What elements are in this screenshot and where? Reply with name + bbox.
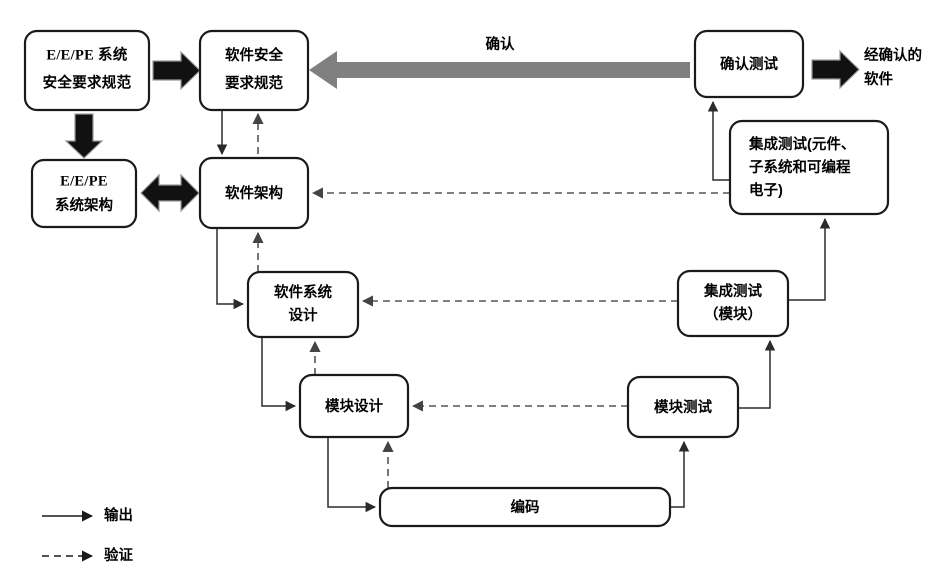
node-software-architecture[interactable]: 软件架构 — [198, 156, 310, 230]
node-label-integration-testing-components-line2: 子系统和可编程 — [749, 158, 851, 176]
flow-system-design-to-module-design — [261, 337, 297, 412]
thick-arrow-right-safety-req — [152, 50, 201, 91]
node-label-integration-testing-components-line1: 集成测试(元件、 — [748, 135, 855, 153]
label-validated-software-line1: 经确认的 — [864, 46, 922, 64]
legend-item-output: 输出 — [42, 506, 133, 524]
flow-integration-module-to-integration-components — [788, 217, 831, 301]
emphasis-arrow-layer — [64, 49, 860, 213]
thick-arrow-down-system-architecture — [64, 113, 104, 159]
flow-integration-components-to-validation — [707, 100, 730, 181]
label-validated-software-line2: 软件 — [864, 70, 893, 88]
flow-architecture-to-system-design — [216, 228, 245, 310]
node-label-software-system-design-line1: 软件系统 — [274, 283, 332, 301]
node-layer: E/E/PE 系统 安全要求规范 软件安全 要求规范 E/E/PE 系统架构 软… — [23, 29, 890, 528]
flow-coding-to-module-testing — [670, 440, 690, 508]
node-ee-pe-safety-requirements[interactable]: E/E/PE 系统 安全要求规范 — [23, 29, 151, 112]
node-integration-testing-module[interactable]: 集成测试 （模块） — [676, 269, 790, 338]
thick-double-arrow-architecture-link — [140, 173, 200, 213]
flow-module-testing-to-integration-module — [738, 339, 776, 409]
node-software-safety-requirements[interactable]: 软件安全 要求规范 — [198, 29, 310, 112]
node-label-module-testing: 模块测试 — [654, 398, 712, 416]
thick-arrow-validated-software — [811, 49, 860, 90]
node-label-integration-testing-module-line1: 集成测试 — [703, 282, 762, 300]
node-label-software-architecture: 软件架构 — [225, 184, 283, 202]
connector-layer — [216, 100, 831, 513]
node-ee-pe-system-architecture[interactable]: E/E/PE 系统架构 — [30, 158, 138, 229]
node-software-system-design[interactable]: 软件系统 设计 — [246, 270, 360, 339]
node-label-coding: 编码 — [511, 498, 540, 516]
flow-module-design-to-coding — [327, 437, 377, 513]
label-validation-arrow: 确认 — [486, 35, 515, 53]
node-label-software-safety-requirements-line2: 要求规范 — [225, 74, 283, 92]
label-layer: 确认 经确认的 软件 — [486, 35, 923, 88]
node-label-software-system-design-line2: 设计 — [289, 306, 318, 324]
node-label-ee-pe-system-architecture-line2: 系统架构 — [55, 196, 113, 214]
node-label-ee-pe-safety-requirements-line1: E/E/PE 系统 — [46, 45, 127, 63]
node-label-validation-testing: 确认测试 — [720, 55, 778, 73]
node-coding[interactable]: 编码 — [378, 486, 672, 528]
node-label-ee-pe-system-architecture-line1: E/E/PE — [60, 173, 108, 189]
gray-validation-arrow — [309, 51, 690, 89]
legend-verification-label: 验证 — [104, 546, 133, 564]
node-label-software-safety-requirements-line1: 软件安全 — [225, 46, 283, 64]
node-validation-testing[interactable]: 确认测试 — [693, 29, 805, 99]
legend-output-label: 输出 — [104, 506, 133, 524]
legend: 输出 验证 — [42, 506, 133, 564]
node-label-integration-testing-module-line2: （模块） — [704, 305, 762, 323]
node-label-integration-testing-components-line3: 电子) — [749, 181, 783, 199]
node-module-testing[interactable]: 模块测试 — [626, 375, 740, 439]
node-label-module-design: 模块设计 — [325, 397, 383, 415]
legend-item-verification: 验证 — [42, 546, 133, 564]
node-integration-testing-components[interactable]: 集成测试(元件、 子系统和可编程 电子) — [728, 119, 890, 216]
node-module-design[interactable]: 模块设计 — [298, 373, 410, 439]
node-label-ee-pe-safety-requirements-line2: 安全要求规范 — [43, 73, 132, 91]
